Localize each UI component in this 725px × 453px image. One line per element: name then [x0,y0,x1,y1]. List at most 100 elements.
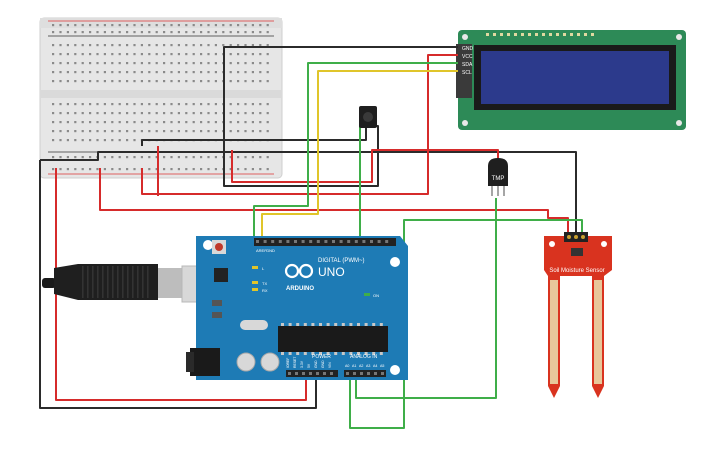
breadboard-hole [163,156,166,159]
usb-ridge [137,266,139,298]
breadboard-hole [207,24,210,27]
breadboard-hole [170,168,173,171]
breadboard-hole [59,80,62,83]
usb-ridge [112,266,114,298]
breadboard-hole [259,103,262,106]
breadboard-hole [118,62,121,65]
breadboard-hole [133,139,136,142]
chip-pin [281,352,284,355]
breadboard-hole [89,103,92,106]
breadboard-hole [200,71,203,74]
digital-pin [377,240,381,243]
arduino-uno: DIGITAL (PWM~) AREF GND L TX RX ON ARDUI… [186,236,408,380]
chip-pin [288,352,292,355]
breadboard-hole [155,121,158,124]
breadboard-hole [229,71,232,74]
tmp-label: TMP [492,176,505,182]
breadboard-hole [103,103,106,106]
breadboard-hole [89,62,92,65]
power-header-pins [288,372,333,375]
breadboard-hole [185,71,188,74]
breadboard-hole [103,112,106,115]
analog-in-label: ANALOG IN [350,354,378,360]
digital-pin [286,240,290,243]
breadboard-hole [103,168,106,171]
breadboard-hole [170,62,173,65]
breadboard-hole [251,71,254,74]
breadboard-hole [140,121,143,124]
breadboard-hole [52,156,55,159]
breadboard-hole [111,121,114,124]
breadboard-hole [111,53,114,56]
wire-red-lcd-vcc [141,54,458,195]
breadboard-hole [81,71,84,74]
arduino-logo-icon [284,263,314,279]
breadboard-hole [266,112,269,115]
usb-ridge [102,266,104,298]
breadboard-hole [74,44,77,47]
breadboard-hole [185,44,188,47]
breadboard-hole [237,112,240,115]
breadboard-hole [89,156,92,159]
breadboard-hole [118,112,121,115]
breadboard-hole [148,112,151,115]
breadboard-hole [66,156,69,159]
breadboard-hole [59,24,62,27]
breadboard-hole [96,121,99,124]
breadboard-hole [96,80,99,83]
breadboard-hole [52,44,55,47]
lcd-pin-gnd: GND [462,46,474,52]
reset-button[interactable] [215,243,223,251]
breadboard-hole [200,80,203,83]
breadboard-hole [192,130,195,133]
analog-pin [360,372,363,375]
breadboard-hole [266,24,269,27]
breadboard-hole [133,31,136,34]
chip-pin [349,352,353,355]
usb-ridge [107,266,109,298]
usb-ridge [97,266,99,298]
breadboard-hole [229,121,232,124]
breadboard-hole [74,156,77,159]
breadboard-hole [259,62,262,65]
breadboard-hole [237,168,240,171]
breadboard-hole [163,31,166,34]
breadboard-hole [244,53,247,56]
breadboard [39,17,283,179]
breadboard-hole [96,139,99,142]
usb-ridge [127,266,129,298]
breadboard-hole [163,121,166,124]
breadboard-hole [177,130,180,133]
breadboard-hole [251,130,254,133]
power-pin [288,372,291,375]
chip-pins [281,323,383,355]
breadboard-hole [266,53,269,56]
breadboard-hole [237,103,240,106]
power-pin-label: 5V [307,363,311,368]
breadboard-hole [192,112,195,115]
breadboard-hole [229,53,232,56]
breadboard-hole [52,139,55,142]
breadboard-hole [118,168,121,171]
breadboard-hole [222,31,225,34]
breadboard-hole [266,168,269,171]
breadboard-hole [185,156,188,159]
breadboard-hole [155,24,158,27]
lcd-i2c-header [456,44,472,98]
lcd-pin-scl: SCL [462,70,472,76]
breadboard-hole [200,62,203,65]
digital-pin [301,240,305,243]
breadboard-hole [96,103,99,106]
power-pin-labels: IOREF RESET 3.3V 5V GND GND VIN [286,357,332,368]
breadboard-hole [259,130,262,133]
breadboard-hole [81,80,84,83]
wire-green-lcd-sda [253,62,458,238]
breadboard-hole [214,130,217,133]
breadboard-hole [207,80,210,83]
breadboard-hole [133,156,136,159]
breadboard-hole [266,62,269,65]
power-pin [295,372,298,375]
breadboard-hole [259,168,262,171]
chip-pin [379,352,383,355]
